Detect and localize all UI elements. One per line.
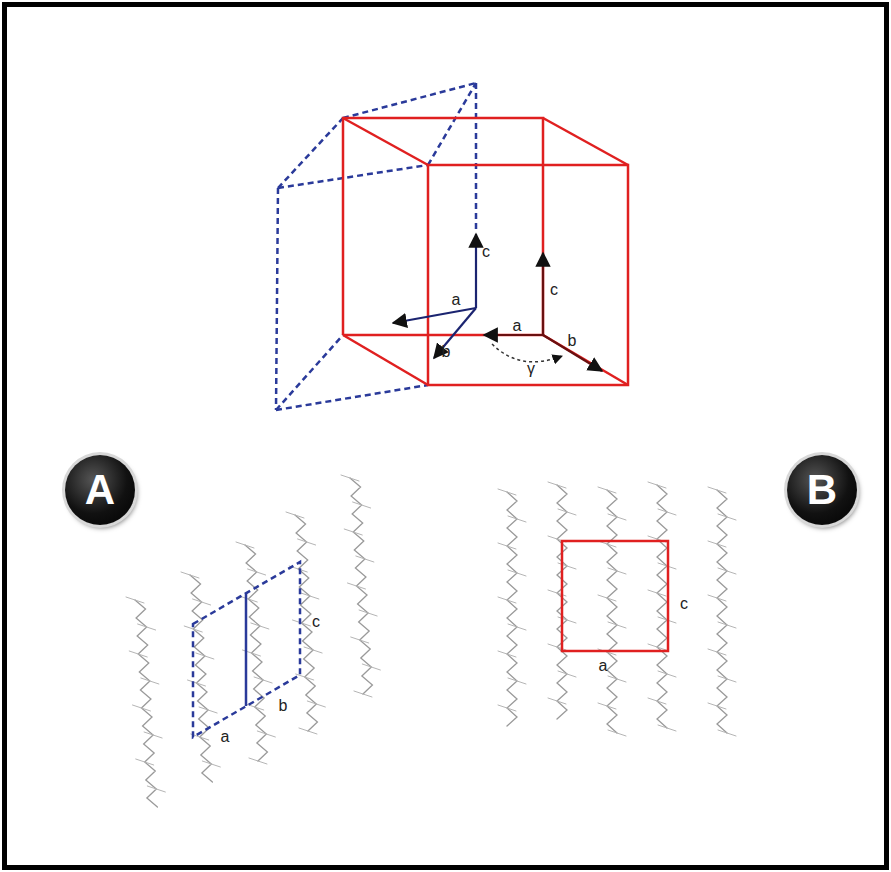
- panel-badge: B: [787, 455, 857, 525]
- panel-badge: A: [65, 455, 135, 525]
- orthogonal-axes: [484, 253, 602, 371]
- orthogonal-cell: [343, 118, 628, 385]
- axis-label: c: [312, 614, 320, 630]
- axis-label: c: [680, 596, 688, 612]
- triclinic-projection: [193, 562, 300, 737]
- molecular-chains: [126, 475, 736, 807]
- axis-label: γ: [527, 361, 535, 377]
- panel-letter: B: [807, 469, 837, 511]
- triclinic-cell: [276, 83, 476, 410]
- axis-label: b: [568, 333, 577, 349]
- panel-letter: A: [85, 469, 115, 511]
- axis-label: b: [279, 698, 288, 714]
- axis-label: c: [482, 244, 490, 260]
- axis-label: a: [452, 292, 461, 308]
- axis-label: a: [513, 318, 522, 334]
- axis-label: c: [550, 282, 558, 298]
- axis-label: a: [599, 658, 608, 674]
- axis-label: a: [221, 729, 230, 745]
- axis-label: b: [442, 344, 451, 360]
- triclinic-axes: [393, 234, 476, 358]
- orthogonal-projection: [562, 541, 668, 651]
